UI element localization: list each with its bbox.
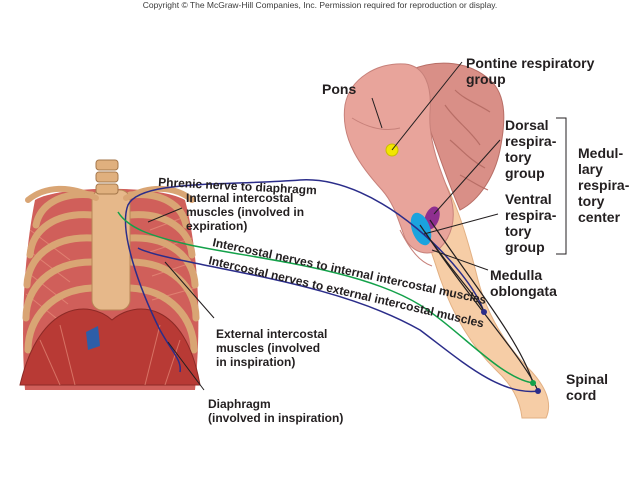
label-medullary-line-5: center bbox=[578, 209, 621, 225]
label-pontine-line-2: group bbox=[466, 71, 506, 87]
label-spinal-cord: Spinal cord bbox=[566, 371, 612, 403]
label-ventral-line-4: group bbox=[505, 239, 545, 255]
label-pons: Pons bbox=[322, 81, 356, 97]
internal-intercostal-nerve-line bbox=[117, 211, 534, 384]
copyright-notice: Copyright © The McGraw-Hill Companies, I… bbox=[143, 0, 498, 10]
label-medulla-oblongata: Medulla oblongata bbox=[490, 267, 557, 299]
label-medullary-line-3: respira- bbox=[578, 177, 630, 193]
external-intercostal-nerve-line bbox=[137, 247, 539, 393]
label-diaphragm-line-2: (involved in inspiration) bbox=[208, 411, 343, 425]
label-external-line-1: External intercostal bbox=[216, 327, 327, 341]
label-internal-intercostal-muscles: Internal intercostal muscles (involved i… bbox=[186, 191, 307, 233]
label-diaphragm: Diaphragm (involved in inspiration) bbox=[208, 397, 343, 425]
label-ventral-group: Ventral respira- tory group bbox=[505, 191, 560, 255]
label-spinal-line-2: cord bbox=[566, 387, 596, 403]
label-external-intercostal-muscles: External intercostal muscles (involved i… bbox=[216, 327, 331, 369]
label-internal-line-3: expiration) bbox=[186, 219, 247, 233]
label-dorsal-line-2: respira- bbox=[505, 133, 557, 149]
nerve-pathways bbox=[117, 179, 541, 394]
label-medullary-line-1: Medul- bbox=[578, 145, 623, 161]
label-spinal-line-1: Spinal bbox=[566, 371, 608, 387]
label-ventral-line-1: Ventral bbox=[505, 191, 552, 207]
label-pontine-group: Pontine respiratory group bbox=[466, 55, 598, 87]
label-medulla-line-1: Medulla bbox=[490, 267, 542, 283]
label-medulla-line-2: oblongata bbox=[490, 283, 557, 299]
label-medullary-center: Medul- lary respira- tory center bbox=[578, 145, 633, 225]
label-medullary-line-2: lary bbox=[578, 161, 603, 177]
leader-lines bbox=[147, 61, 567, 391]
label-internal-line-1: Internal intercostal bbox=[186, 191, 293, 205]
label-diaphragm-line-1: Diaphragm bbox=[208, 397, 271, 411]
label-pontine-line-1: Pontine respiratory bbox=[466, 55, 595, 71]
label-dorsal-line-1: Dorsal bbox=[505, 117, 549, 133]
rib-cage-illustration bbox=[19, 159, 201, 390]
label-ventral-line-2: respira- bbox=[505, 207, 557, 223]
label-dorsal-line-4: group bbox=[505, 165, 545, 181]
label-medullary-line-4: tory bbox=[578, 193, 605, 209]
label-ventral-line-3: tory bbox=[505, 223, 532, 239]
label-external-line-2: muscles (involved bbox=[216, 341, 320, 355]
label-external-line-3: in inspiration) bbox=[216, 355, 295, 369]
label-internal-line-2: muscles (involved in bbox=[186, 205, 304, 219]
label-dorsal-line-3: tory bbox=[505, 149, 532, 165]
phrenic-nerve-line bbox=[124, 179, 485, 373]
label-dorsal-group: Dorsal respira- tory group bbox=[505, 117, 560, 181]
